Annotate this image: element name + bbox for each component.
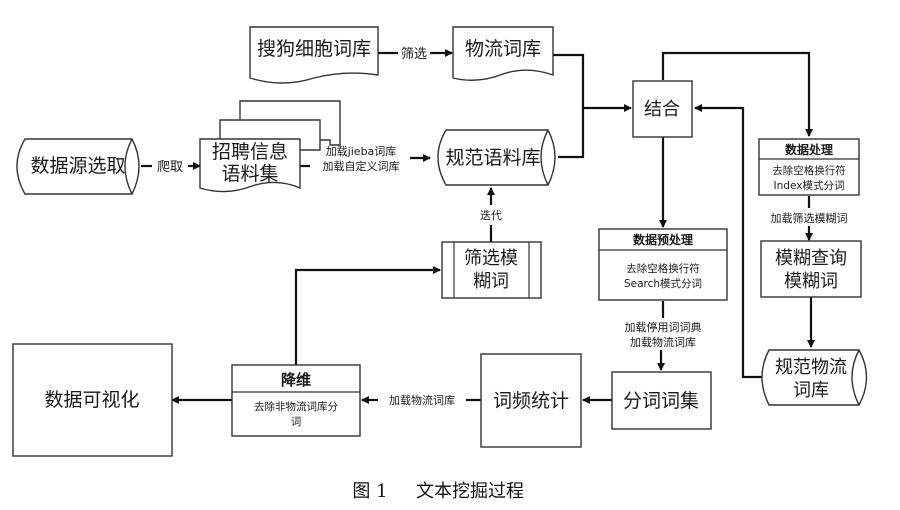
node-std-lexicon-line1: 规范物流 [775,357,847,378]
node-logistics-lexicon-label: 物流词库 [465,38,541,60]
edge-label-load-jieba: 加载jieba词库 [326,145,397,158]
node-preprocessing: 数据预处理 去除空格换行符 Search模式分词 [598,228,728,301]
edge-label-load-fuzzy: 加载筛选模糊词 [771,211,848,225]
node-sogou-lexicon: 搜狗细胞词库 [249,26,379,84]
node-logistics-lexicon: 物流词库 [452,26,554,81]
node-dimension-reduction: 降维 去除非物流词库分 词 [231,364,361,437]
node-data-processing-line2: Index模式分词 [774,179,845,192]
node-data-visualization-label: 数据可视化 [44,389,139,411]
node-segmentation-set: 分词词集 [611,371,712,430]
edge-label-load-stopwords: 加载停用词词典 [625,320,702,334]
node-preprocessing-title: 数据预处理 [633,232,693,247]
node-dimension-reduction-line1: 去除非物流词库分 [254,400,338,413]
node-recruitment-line1: 招聘信息 [212,141,288,163]
edge-label-load-custom: 加载自定义词库 [323,159,400,173]
node-recruitment-corpus: 招聘信息 语料集 [199,100,341,193]
node-preprocessing-line1: 去除空格换行符 [626,262,700,275]
node-standard-logistics-lexicon: 规范物流 词库 [761,349,868,406]
edge-corpus-to-combine [558,108,585,159]
node-dimension-reduction-line2: 词 [291,416,302,428]
node-filter-fuzzy: 筛选模 糊词 [441,241,542,299]
node-filter-fuzzy-line1: 筛选模 [464,248,518,269]
node-word-frequency: 词频统计 [480,353,582,448]
node-sogou-label: 搜狗细胞词库 [257,38,371,60]
node-standard-corpus: 规范语料库 [437,129,556,186]
node-data-processing: 数据处理 去除空格换行符 Index模式分词 [758,138,860,196]
edge-label-iterate: 迭代 [480,209,502,222]
edge-label-load-logistics-2: 加载物流词库 [389,393,455,407]
node-data-processing-line1: 去除空格换行符 [772,164,846,177]
edge-label-filter: 筛选 [401,47,427,62]
node-fuzzy-query-line1: 模糊查询 [775,248,847,269]
edges [141,49,815,404]
node-fuzzy-query-line2: 模糊词 [784,271,838,292]
node-data-source-label: 数据源选取 [30,155,125,177]
edge-label-load-logistics: 加载物流词库 [630,335,696,349]
node-preprocessing-line2: Search模式分词 [624,277,702,290]
edge-combine-to-processing [661,51,813,137]
edge-logistics-to-combine [553,53,632,112]
node-segmentation-set-label: 分词词集 [623,390,699,412]
node-data-visualization: 数据可视化 [12,343,173,457]
edge-label-crawl: 爬取 [157,160,183,175]
node-std-lexicon-line2: 词库 [793,380,829,401]
node-fuzzy-query: 模糊查询 模糊词 [760,240,862,298]
node-combine-label: 结合 [644,99,680,120]
edge-stdlex-to-combine [694,104,762,379]
node-recruitment-line2: 语料集 [221,163,278,185]
caption-title: 文本挖掘过程 [416,481,524,502]
node-dimension-reduction-title: 降维 [281,371,311,389]
node-standard-corpus-label: 规范语料库 [445,147,540,169]
edge-reduce-to-filter [294,266,441,365]
node-combine: 结合 [632,80,693,138]
node-filter-fuzzy-line2: 糊词 [473,271,509,292]
node-data-source: 数据源选取 [16,138,140,195]
caption-figure-number: 图 1 [352,481,387,502]
edge-labels: 筛选 爬取 加载jieba词库 加载自定义词库 迭代 加载筛选模糊词 加载停用词… [157,47,848,407]
figure-caption: 图 1 文本挖掘过程 [352,481,524,502]
node-data-processing-title: 数据处理 [785,142,833,157]
node-word-frequency-label: 词频统计 [493,390,569,412]
